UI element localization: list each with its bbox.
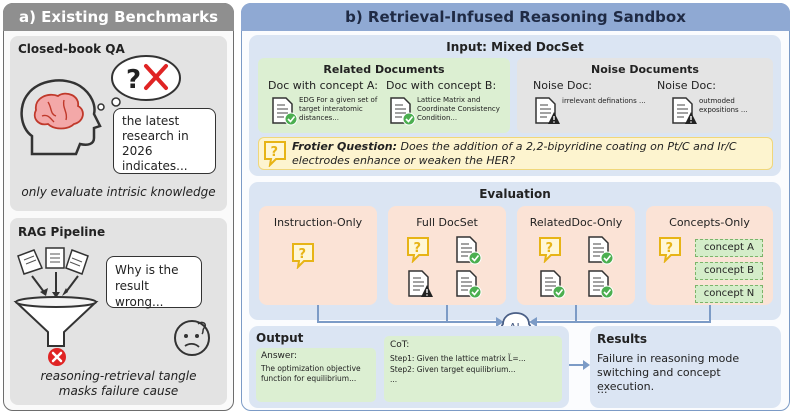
evaluation-title: Evaluation bbox=[479, 187, 551, 201]
svg-text:?: ? bbox=[126, 65, 141, 95]
cot-label: CoT: bbox=[390, 340, 410, 350]
document-check-icon bbox=[456, 270, 482, 299]
doc-a-label: Doc with concept A: bbox=[268, 79, 378, 92]
sandbox-header: b) Retrieval-Infused Reasoning Sandbox bbox=[241, 3, 790, 31]
svg-text:?: ? bbox=[666, 241, 674, 256]
cot-more: ... bbox=[390, 375, 398, 384]
question-bubble-icon: ? bbox=[659, 237, 681, 263]
eval-card-relateddoc-only bbox=[517, 206, 635, 305]
cot-step-1: Step1: Given the lattice matrix L̃=... bbox=[390, 354, 526, 363]
question-bubble-icon: ? bbox=[292, 243, 314, 269]
noise-documents-title: Noise Documents bbox=[591, 63, 699, 76]
eval-card-label: Instruction-Only bbox=[273, 216, 363, 229]
thought-dot-icon bbox=[97, 103, 105, 111]
document-check-icon bbox=[588, 236, 614, 265]
existing-benchmarks-header: a) Existing Benchmarks bbox=[3, 3, 234, 31]
results-box bbox=[590, 326, 781, 408]
thought-bubble: ? bbox=[111, 55, 181, 107]
rag-speech-bubble: Why is the result wrong... bbox=[106, 256, 202, 309]
concept-tag: concept B bbox=[695, 262, 763, 280]
rag-caption-line2: masks failure cause bbox=[58, 384, 179, 398]
head-brain-icon bbox=[20, 79, 102, 156]
results-title: Results bbox=[597, 332, 648, 346]
answer-box: Answer: The optimization objective funct… bbox=[256, 348, 376, 402]
document-check-icon bbox=[540, 270, 566, 299]
doc-a-text: EDG For a given set of target interatomi… bbox=[299, 96, 378, 122]
eval-card-instruction-only bbox=[259, 206, 377, 305]
closed-book-bubble-text: the latest research in 2026 indicates... bbox=[122, 114, 189, 173]
results-text: Failure in reasoning mode switching and … bbox=[597, 352, 740, 393]
eval-card-label: Full DocSet bbox=[416, 216, 478, 229]
svg-text:?: ? bbox=[414, 241, 422, 256]
rag-bubble-text: Why is the result wrong... bbox=[115, 263, 179, 309]
results-more: ... bbox=[597, 383, 608, 396]
document-check-icon bbox=[390, 97, 416, 126]
doc-b-text: Lattice Matrix and Coordinate Consistenc… bbox=[417, 96, 500, 122]
closed-book-caption: only evaluate intrisic knowledge bbox=[21, 185, 216, 199]
svg-text:?: ? bbox=[546, 241, 554, 256]
noise-doc-2-label: Noise Doc: bbox=[657, 79, 716, 92]
rag-caption-line1: reasoning-retrieval tangle bbox=[40, 369, 197, 383]
document-check-icon bbox=[456, 236, 482, 265]
question-bubble-icon: ? bbox=[264, 141, 286, 167]
related-documents-box bbox=[258, 58, 510, 133]
svg-text:?: ? bbox=[299, 247, 307, 262]
connector-lines bbox=[317, 305, 711, 327]
document-warning-icon bbox=[535, 97, 560, 124]
frontier-question-text: Does the addition of a 2,2-bipyridine co… bbox=[292, 140, 737, 167]
noise-doc-2-text: outmoded expositions ... bbox=[699, 97, 748, 114]
right-arrow-icon bbox=[569, 360, 590, 370]
question-bubble-icon: ? bbox=[407, 237, 429, 263]
cot-box: CoT: Step1: Given the lattice matrix L̃=… bbox=[384, 336, 562, 402]
existing-benchmarks-title: a) Existing Benchmarks bbox=[18, 8, 219, 26]
document-warning-icon bbox=[408, 270, 433, 297]
error-icon bbox=[48, 348, 66, 366]
document-warning-icon bbox=[672, 97, 697, 124]
output-title: Output bbox=[256, 331, 304, 345]
noise-doc-1-label: Noise Doc: bbox=[533, 79, 592, 92]
concept-tag: concept N bbox=[695, 285, 763, 303]
noise-documents-box bbox=[517, 58, 773, 133]
frontier-question-box bbox=[258, 137, 773, 170]
input-docset-title: Input: Mixed DocSet bbox=[446, 40, 584, 54]
rag-caption: reasoning-retrieval tangle masks failure… bbox=[10, 369, 227, 399]
document-check-icon bbox=[272, 97, 298, 126]
rag-pipeline-title: RAG Pipeline bbox=[18, 225, 106, 239]
eval-card-label: RelatedDoc-Only bbox=[529, 216, 623, 229]
concept-tag: concept A bbox=[695, 239, 763, 257]
answer-label: Answer: bbox=[261, 351, 298, 361]
svg-text:?: ? bbox=[271, 145, 279, 160]
document-funnel-icon bbox=[13, 247, 99, 347]
noise-doc-1-text: irrelevant definations ... bbox=[562, 97, 646, 105]
closed-book-qa-title: Closed-book QA bbox=[18, 42, 125, 56]
frontier-question-label: Frotier Question: bbox=[292, 140, 398, 153]
sandbox-title: b) Retrieval-Infused Reasoning Sandbox bbox=[345, 8, 686, 26]
question-bubble-icon: ? bbox=[539, 237, 561, 263]
doc-b-label: Doc with concept B: bbox=[386, 79, 497, 92]
answer-text: The optimization objective function for … bbox=[261, 364, 361, 383]
confused-face-icon bbox=[174, 320, 210, 356]
document-check-icon bbox=[588, 270, 614, 299]
cot-step-2: Step2: Given target equilibrium... bbox=[390, 365, 516, 374]
eval-card-label: Concepts-Only bbox=[669, 216, 750, 229]
frontier-question: Frotier Question: Does the addition of a… bbox=[292, 140, 768, 168]
closed-book-speech-bubble: the latest research in 2026 indicates... bbox=[113, 108, 216, 174]
related-documents-title: Related Documents bbox=[323, 63, 445, 76]
